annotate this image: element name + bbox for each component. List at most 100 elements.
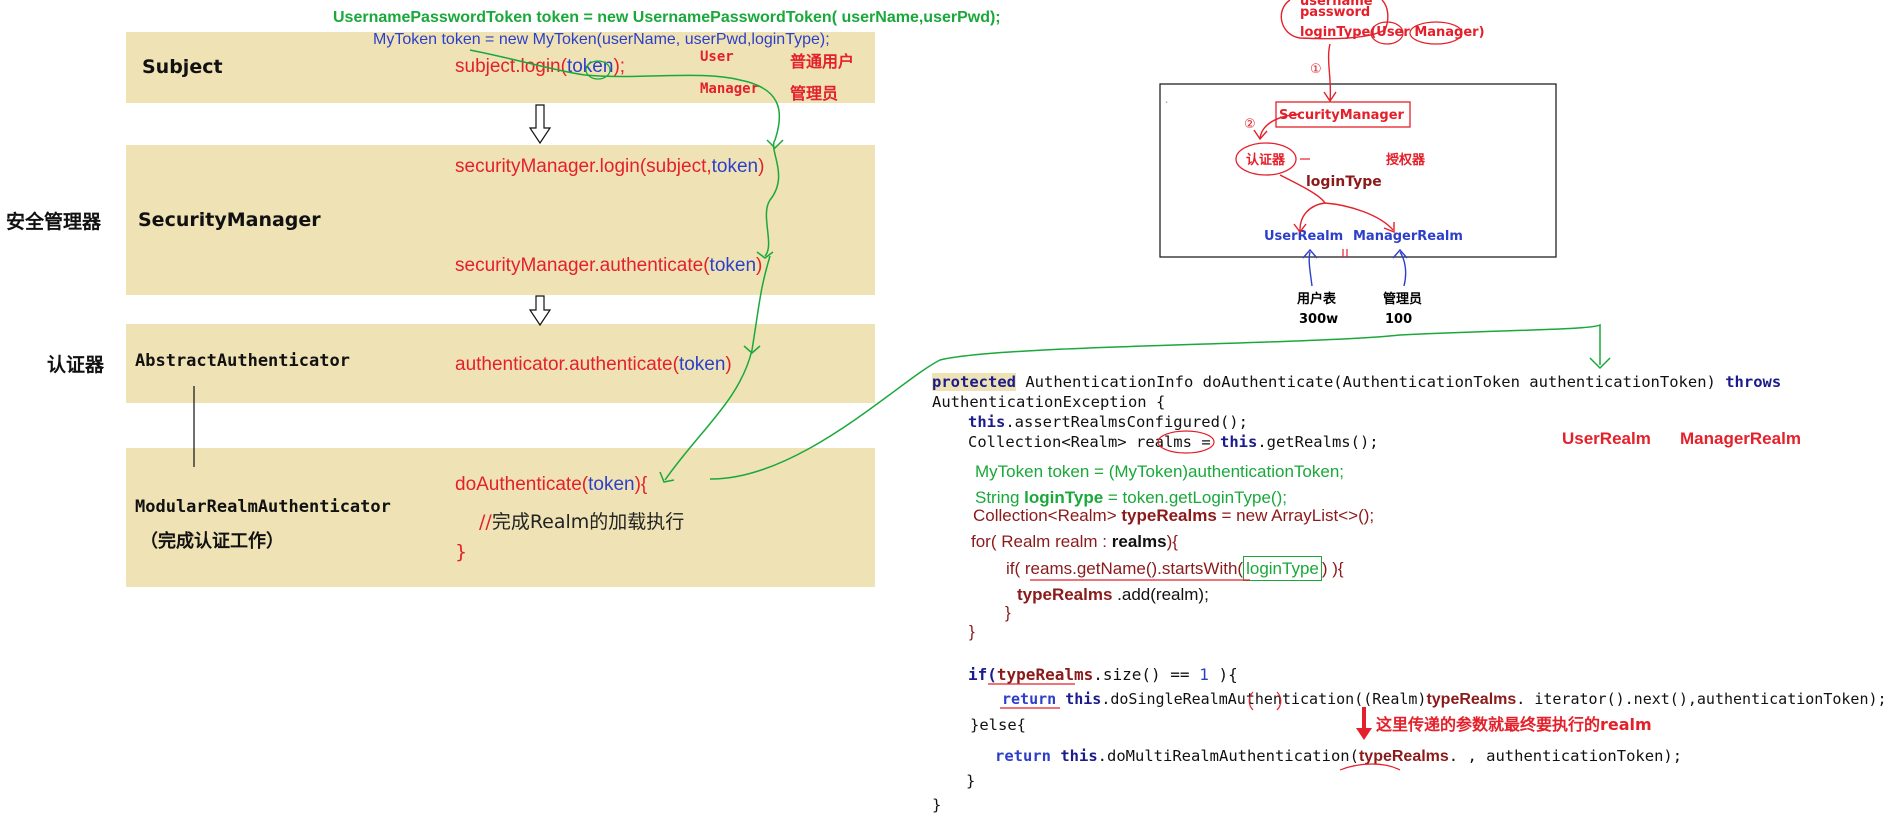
code-if-mid: reams.getName().startsWith( [1024, 559, 1244, 578]
kw-this-4: this [1060, 747, 1098, 765]
code-r1-rest: = new ArrayList<>(); [1216, 506, 1375, 525]
realms-ellipse [1157, 430, 1215, 454]
kw-this-2: this [1219, 433, 1258, 451]
tiny-mark: ` [1165, 100, 1169, 110]
security-manager-title: SecurityManager [138, 209, 321, 231]
doauth-call-arg: token [588, 474, 635, 495]
login-type-label: loginType [1306, 174, 1382, 190]
authenticator-node [1235, 142, 1297, 176]
user-type-cn: 普通用户 [790, 52, 855, 71]
user-table-to-realm [1308, 251, 1313, 287]
code-line-2: AuthenticationException { [932, 393, 1166, 411]
manager-type-cn: 管理员 [790, 84, 839, 103]
authenticator-authenticate-call: authenticator.authenticate(token) [455, 354, 732, 376]
flow-arrowhead-2 [756, 251, 774, 259]
top-code-line2: MyToken token = new MyToken(userName, us… [373, 31, 830, 48]
band-abstract-authenticator [126, 324, 875, 403]
code-for-rest: ){ [1166, 532, 1178, 551]
kw-this-3: this [1065, 690, 1102, 708]
manager-table-to-realm [1399, 251, 1407, 287]
note-login-type: loginType(User Manager) [1300, 25, 1485, 40]
arrow-to-security-manager [1327, 43, 1332, 101]
user-table-label: 用户表 [1297, 292, 1337, 307]
token-highlight-ellipse [585, 60, 611, 80]
code-if-pre: if( [1006, 559, 1025, 578]
top-note-lasso [1280, 0, 1389, 40]
doauth-call-prefix: doAuthenticate( [455, 474, 589, 495]
user-table-count: 300w [1299, 312, 1339, 327]
code-if-starts-with: if( reams.getName().startsWith(loginType… [1006, 556, 1344, 581]
code-l4-mid: = [1191, 433, 1220, 451]
final-realm-note: 这里传递的参数就最终要执行的realm [1376, 715, 1652, 734]
comment-slashes: // [479, 511, 492, 533]
hollow-arrow-1 [528, 104, 552, 145]
code-if-rest: ) ){ [1321, 559, 1344, 578]
code-line-4: Collection<Realm> realms = this.getRealm… [968, 433, 1379, 451]
arrow-manager-realm-head [1383, 222, 1395, 234]
do-authenticate-close: } [455, 541, 468, 563]
code-for-bold: realms [1111, 532, 1167, 551]
code-if-size: if(typeRealms.size() == 1 ){ [968, 665, 1238, 684]
kw-return-1: return [1002, 690, 1057, 708]
code-ret2-pre: .doMultiRealmAuthentication( [1097, 747, 1359, 765]
code-if2-rest: .size() == [1093, 665, 1200, 684]
note-username: username [1300, 0, 1373, 9]
sm-call1-prefix: securityManager.login(subject, [455, 156, 712, 177]
side-label-authenticator: 认证器 [47, 354, 105, 376]
auth-call-arg: token [678, 354, 726, 375]
do-authenticate-call: doAuthenticate(token){ [455, 474, 647, 496]
top-code-line1: UsernamePasswordToken token = new Userna… [333, 9, 1001, 26]
step-1-marker: ① [1310, 62, 1322, 77]
subject-call-suffix: ); [613, 56, 626, 77]
manager-option-ellipse [1409, 21, 1463, 45]
arrow-to-authenticator-head [1253, 129, 1268, 141]
security-manager-node [1275, 101, 1411, 128]
security-manager-authenticate-call: securityManager.authenticate(token) [455, 255, 762, 277]
note-password: password [1300, 5, 1371, 20]
code-l4-pre: Collection<Realm> [968, 433, 1136, 451]
hollow-arrow-2 [528, 295, 552, 327]
flow-arrowhead-1 [766, 139, 784, 150]
sm-call1-suffix: ) [758, 156, 765, 177]
user-realm-node-label: UserRealm [1264, 229, 1344, 244]
manager-table-count: 100 [1385, 312, 1413, 327]
code-r1-bold: typeRealms [1121, 506, 1217, 525]
band-subject [126, 32, 875, 103]
code-g2-pre: String [975, 488, 1025, 507]
code-ret1-bold: typeRealms [1426, 691, 1517, 708]
code-close-if: } [1005, 603, 1011, 622]
sm-call2-arg: token [709, 255, 757, 276]
arrow-user-realm-head [1293, 223, 1307, 234]
subject-call-prefix: subject.login( [455, 56, 567, 77]
token-flow-curve [469, 49, 1601, 481]
sm-call2-suffix: ) [756, 255, 763, 276]
code-else: }else{ [970, 716, 1026, 734]
step-2-marker: ② [1244, 117, 1256, 132]
code-g2-bold: loginType [1024, 488, 1104, 507]
user-option-ellipse [1370, 21, 1404, 45]
flow-arrowhead-5 [1589, 357, 1611, 370]
security-manager-login-call: securityManager.login(subject,token) [455, 156, 764, 178]
code-mytoken-line: MyToken token = (MyToken)authenticationT… [975, 462, 1345, 481]
arrow-to-security-manager-head [1323, 91, 1337, 103]
code-l4-rest: .getRealms(); [1257, 433, 1379, 451]
code-if2-end: ){ [1208, 665, 1238, 684]
note-down-arrow [1356, 707, 1372, 740]
modular-authenticator-title: ModularRealmAuthenticator [135, 497, 391, 517]
code-line-3: this.assertRealmsConfigured(); [968, 413, 1248, 431]
code-l3-rest: .assertRealmsConfigured(); [1005, 413, 1248, 431]
code-close-for: } [969, 622, 975, 641]
kw-throws: throws [1725, 373, 1782, 391]
code-for-pre: for( Realm realm : [971, 532, 1112, 551]
manager-type-en: Manager [700, 81, 760, 97]
code-g2-rest: = token.getLoginType(); [1103, 488, 1287, 507]
comment-text: 完成Realm的加载执行 [491, 511, 685, 533]
authenticator-node-label: 认证器 [1246, 153, 1286, 168]
user-type-en: User [700, 49, 734, 65]
code-if-box: loginType [1243, 556, 1322, 581]
band-security-manager [126, 145, 875, 295]
code-close-method: } [932, 796, 942, 814]
right-manager-realm-label: ManagerRealm [1680, 429, 1801, 448]
band-modular-authenticator [126, 448, 875, 587]
